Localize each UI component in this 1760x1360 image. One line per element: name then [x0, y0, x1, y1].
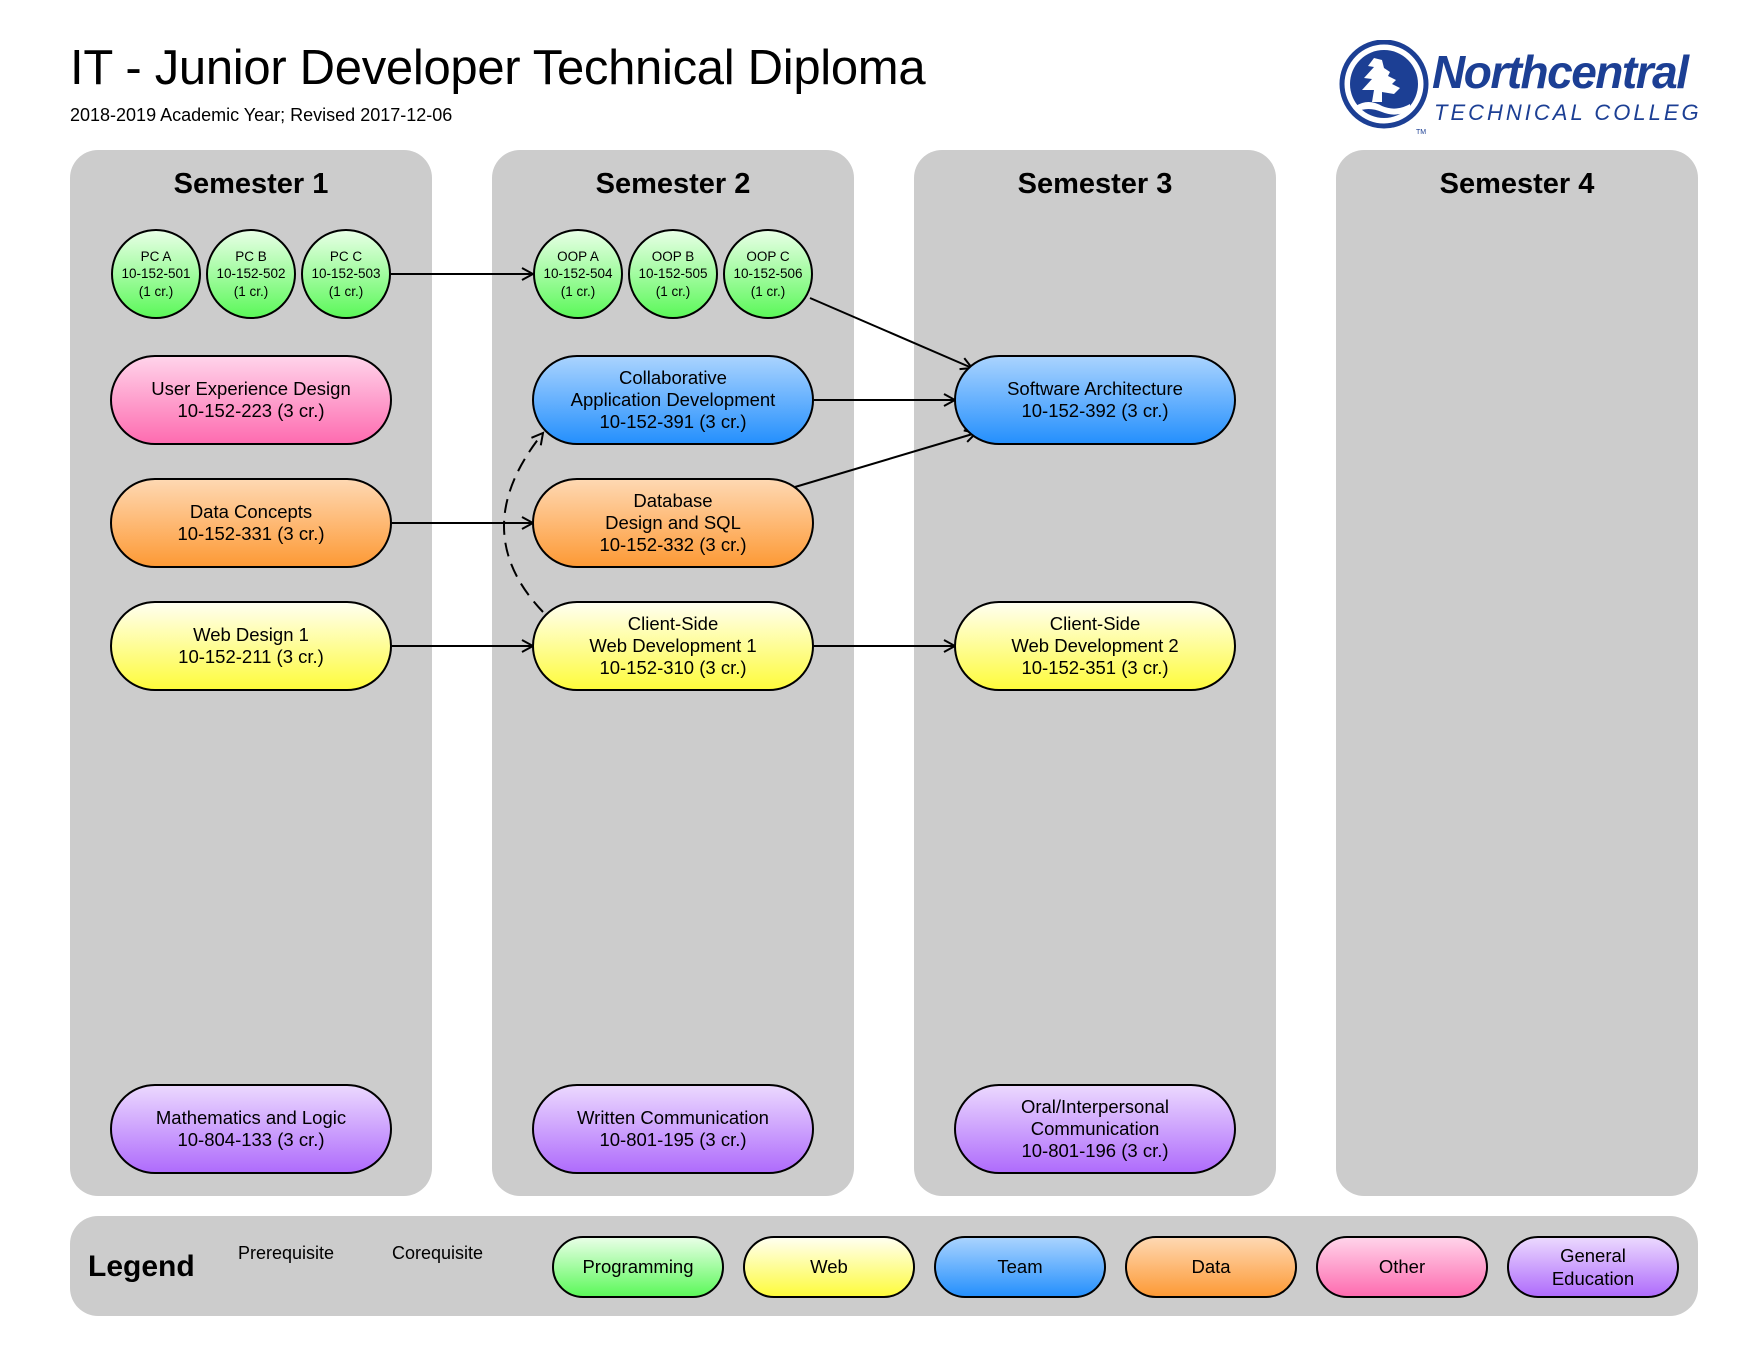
- course-name: User Experience Design: [151, 377, 351, 399]
- course-oral-interpersonal-communication[interactable]: Oral/Interpersonal Communication 10-801-…: [954, 1084, 1236, 1174]
- course-name-line-2: Web Development 2: [1011, 634, 1179, 656]
- page-subtitle: 2018-2019 Academic Year; Revised 2017-12…: [70, 105, 453, 125]
- course-collaborative-application-development[interactable]: Collaborative Application Development 10…: [532, 355, 814, 445]
- legend-team: Team: [934, 1236, 1106, 1298]
- course-name: OOP B: [651, 248, 695, 264]
- semester-1-title: Semester 1: [173, 168, 329, 200]
- semester-3-title: Semester 3: [1017, 168, 1173, 200]
- semester-4-title: Semester 4: [1439, 168, 1595, 200]
- page-title: IT - Junior Developer Technical Diploma: [70, 41, 926, 95]
- course-data-concepts[interactable]: Data Concepts 10-152-331 (3 cr.): [110, 478, 392, 568]
- course-pc-c[interactable]: PC C 10-152-503 (1 cr.): [301, 229, 391, 319]
- course-name: Oral/Interpersonal: [1020, 1095, 1170, 1117]
- course-name: Client-Side: [627, 612, 719, 634]
- course-database-design-and-sql[interactable]: Database Design and SQL 10-152-332 (3 cr…: [532, 478, 814, 568]
- course-name-line-2: Web Development 1: [589, 634, 757, 656]
- course-name: Client-Side: [1049, 612, 1141, 634]
- course-name-line-2: Design and SQL: [605, 511, 741, 533]
- course-name: Database: [633, 489, 713, 511]
- course-name: OOP C: [746, 248, 790, 264]
- course-code: 10-152-506: [733, 266, 803, 282]
- course-code: 10-801-196 (3 cr.): [1021, 1140, 1169, 1162]
- course-written-communication[interactable]: Written Communication 10-801-195 (3 cr.): [532, 1084, 814, 1174]
- legend-other: Other: [1316, 1236, 1488, 1298]
- course-client-side-web-development-1[interactable]: Client-Side Web Development 1 10-152-310…: [532, 601, 814, 691]
- course-name-line-2: Application Development: [570, 388, 776, 410]
- logo-tagline: TECHNICAL COLLEGE: [1434, 100, 1700, 125]
- legend-data: Data: [1125, 1236, 1297, 1298]
- course-oop-b[interactable]: OOP B 10-152-505 (1 cr.): [628, 229, 718, 319]
- course-name: Mathematics and Logic: [155, 1106, 347, 1128]
- course-name: Data Concepts: [189, 500, 313, 522]
- course-code: 10-152-331 (3 cr.): [177, 523, 325, 544]
- course-code: 10-152-392 (3 cr.): [1021, 400, 1169, 421]
- course-name: PC A: [140, 248, 172, 264]
- course-name: Collaborative: [619, 366, 727, 388]
- college-logo: Northcentral TECHNICAL COLLEGE TM: [1338, 39, 1716, 136]
- course-web-design-1[interactable]: Web Design 1 10-152-211 (3 cr.): [110, 601, 392, 691]
- semester-4-panel: Semester 4: [1336, 150, 1698, 1196]
- course-code: 10-152-351 (3 cr.): [1021, 657, 1169, 679]
- pine-tree-emblem-icon: [1339, 39, 1429, 129]
- course-pc-b[interactable]: PC B 10-152-502 (1 cr.): [206, 229, 296, 319]
- course-oop-a[interactable]: OOP A 10-152-504 (1 cr.): [533, 229, 623, 319]
- course-oop-c[interactable]: OOP C 10-152-506 (1 cr.): [723, 229, 813, 319]
- course-credits: (1 cr.): [750, 283, 786, 299]
- semester-2-title: Semester 2: [595, 168, 751, 200]
- course-credits: (1 cr.): [233, 283, 269, 299]
- course-pc-a[interactable]: PC A 10-152-501 (1 cr.): [111, 229, 201, 319]
- course-credits: (1 cr.): [138, 283, 174, 299]
- course-name: Written Communication: [577, 1106, 769, 1128]
- course-name: Software Architecture: [1007, 377, 1183, 399]
- course-code: 10-152-502: [216, 266, 286, 282]
- course-credits: (1 cr.): [560, 283, 596, 299]
- course-code: 10-804-133 (3 cr.): [177, 1129, 325, 1150]
- course-code: 10-152-211 (3 cr.): [178, 646, 324, 667]
- course-code: 10-152-501: [121, 266, 191, 282]
- course-code: 10-152-310 (3 cr.): [599, 657, 747, 679]
- course-user-experience-design[interactable]: User Experience Design 10-152-223 (3 cr.…: [110, 355, 392, 445]
- course-code: 10-801-195 (3 cr.): [599, 1129, 747, 1150]
- course-name-line-2: Communication: [1030, 1117, 1160, 1139]
- legend-web: Web: [743, 1236, 915, 1298]
- course-name: Web Design 1: [193, 623, 309, 645]
- course-software-architecture[interactable]: Software Architecture 10-152-392 (3 cr.): [954, 355, 1236, 445]
- course-code: 10-152-505: [638, 266, 708, 282]
- course-code: 10-152-504: [543, 266, 613, 282]
- course-name: PC C: [329, 248, 363, 264]
- course-code: 10-152-503: [311, 266, 381, 282]
- legend-corequisite-label: Corequisite: [392, 1243, 484, 1263]
- course-name: OOP A: [557, 248, 599, 264]
- logo-trademark: TM: [1416, 129, 1426, 136]
- course-credits: (1 cr.): [328, 283, 364, 299]
- course-client-side-web-development-2[interactable]: Client-Side Web Development 2 10-152-351…: [954, 601, 1236, 691]
- legend-general-education: General Education: [1507, 1236, 1679, 1298]
- legend-title: Legend: [88, 1250, 195, 1283]
- course-code: 10-152-332 (3 cr.): [599, 534, 747, 556]
- legend-programming: Programming: [552, 1236, 724, 1298]
- course-name: PC B: [235, 248, 267, 264]
- legend: Legend Prerequisite Corequisite Programm…: [70, 1216, 1698, 1316]
- course-code: 10-152-391 (3 cr.): [599, 411, 747, 433]
- logo-wordmark: Northcentral: [1432, 46, 1690, 98]
- course-credits: (1 cr.): [655, 283, 691, 299]
- legend-prerequisite-label: Prerequisite: [238, 1243, 335, 1263]
- course-code: 10-152-223 (3 cr.): [177, 400, 325, 421]
- course-mathematics-and-logic[interactable]: Mathematics and Logic 10-804-133 (3 cr.): [110, 1084, 392, 1174]
